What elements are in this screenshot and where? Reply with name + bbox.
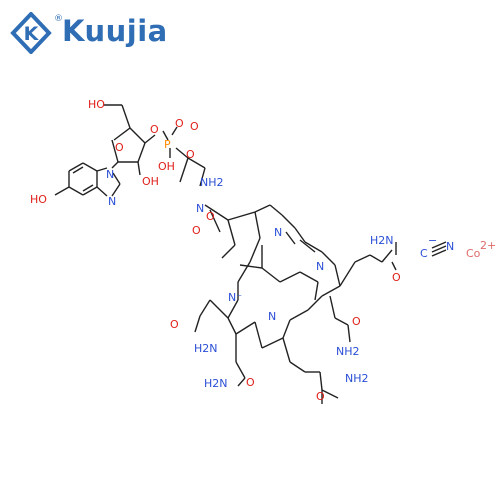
- label-o-left-amide: O: [170, 318, 179, 331]
- label-p-phosphorus: P: [164, 138, 171, 151]
- label-h2n-right: H2N: [370, 234, 394, 247]
- label-cobalt: Co: [466, 247, 481, 260]
- ribose-bonds: [104, 104, 206, 187]
- label-n-benzimidazole-1: N: [106, 168, 114, 181]
- label-n-benzimidazole-2: N: [108, 195, 116, 208]
- label-o-phosphate-double: O: [175, 117, 184, 130]
- label-nh2-bottom-right: NH2: [345, 372, 369, 385]
- label-nh2-top: NH2: [200, 176, 224, 189]
- label-n-corrin-top: N: [274, 226, 282, 239]
- label-oh-phosphate: OH: [158, 160, 175, 173]
- label-o-bottom-right: O: [316, 390, 325, 403]
- registered-mark: ®: [54, 14, 63, 24]
- label-o-phosphoester-2: O: [186, 148, 195, 161]
- benzimidazole-bonds: [54, 162, 121, 197]
- label-oh-ribose: OH: [142, 175, 159, 188]
- label-o-phosphate-right: O: [190, 120, 199, 133]
- label-o-ribose-ring: O: [115, 141, 124, 154]
- corrin-ring-bonds: [204, 204, 341, 391]
- label-ho-ribose-ch2: HO: [88, 98, 105, 111]
- label-cyanide-charge: −: [428, 234, 437, 247]
- side-chain-bonds: [194, 209, 397, 404]
- label-h2n-left: H2N: [194, 342, 218, 355]
- kuujia-logo-mark: K: [10, 12, 52, 54]
- label-o-mid-right-amide: O: [352, 315, 361, 328]
- label-n-corrin-right: N: [316, 260, 324, 273]
- label-n-minus-corrin: N⁻: [228, 291, 242, 304]
- kuujia-logo: K ® Kuujia: [10, 12, 180, 56]
- svg-text:K: K: [24, 23, 40, 45]
- cyanide-bonds: [431, 241, 447, 257]
- label-o-bottom-left: O: [246, 376, 255, 389]
- label-o-amide-top: O: [206, 210, 215, 223]
- label-cyanide-c: C: [420, 247, 428, 260]
- label-nh2-mid-right: NH2: [336, 345, 360, 358]
- label-cyanide-n: N: [446, 240, 454, 253]
- label-o-right-amide: O: [392, 271, 401, 284]
- label-cobalt-charge: 2+: [480, 239, 496, 252]
- label-n-corrin-bottom: N: [268, 310, 276, 323]
- logo-text: Kuujia: [62, 14, 168, 48]
- label-o-left: O: [192, 224, 201, 237]
- label-h2n-bottom: H2N: [204, 377, 228, 390]
- label-n-amide-top: N: [196, 202, 204, 215]
- label-o-phosphoester-1: O: [150, 123, 159, 136]
- label-ho-benzimidazole: HO: [30, 193, 47, 206]
